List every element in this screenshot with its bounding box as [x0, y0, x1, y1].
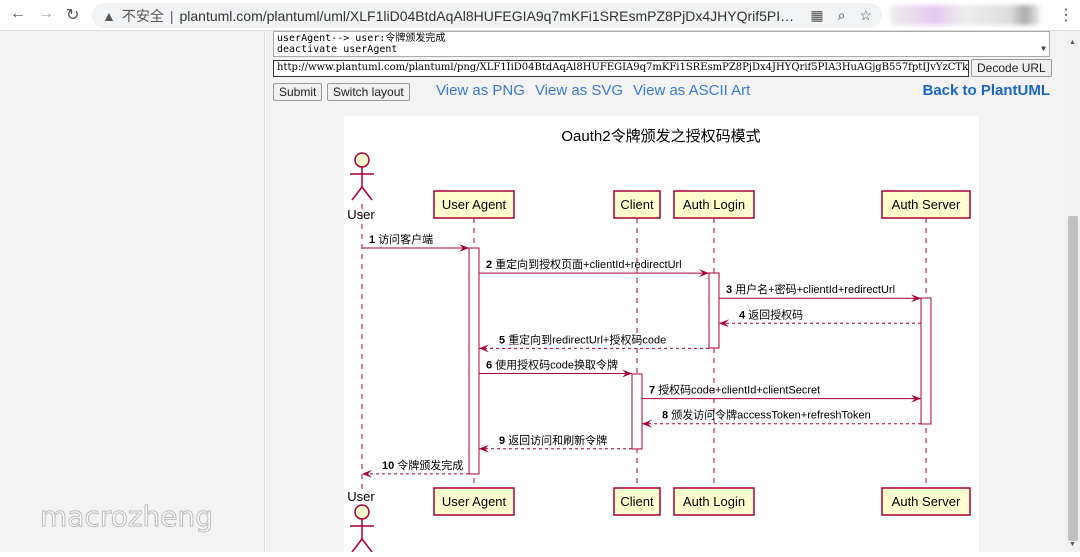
message-label: 3 用户名+密码+clientId+redirectUrl: [726, 282, 895, 296]
participant-box: [881, 190, 971, 219]
arrowhead: [479, 444, 489, 453]
participant-label: Auth Login: [683, 197, 745, 212]
address-bar[interactable]: ▲ 不安全 | plantuml.com/plantuml/uml/XLF1li…: [92, 3, 882, 28]
participant-label: Auth Server: [892, 197, 961, 212]
left-pane: [0, 31, 265, 552]
participant-label: User Agent: [442, 197, 507, 212]
view-png-link[interactable]: View as PNG: [436, 82, 525, 99]
source-line: userAgent--> user:令牌颁发完成: [277, 33, 446, 44]
security-label: 不安全: [121, 7, 164, 24]
participant-label: Client: [620, 494, 654, 509]
extensions-area: [890, 5, 1040, 25]
participant-box: [881, 487, 971, 516]
translate-icon[interactable]: ▦: [810, 7, 824, 23]
separator: |: [169, 7, 174, 24]
arrowhead: [479, 344, 489, 353]
url-text: plantuml.com/plantuml/uml/XLF1liD04BtdAq…: [179, 7, 797, 24]
activation-bar: [920, 297, 932, 425]
message-label: 2 重定向到授权页面+clientId+redirectUrl: [486, 257, 682, 271]
message-label: 9 返回访问和刷新令牌: [499, 433, 607, 447]
participant-box: [673, 190, 755, 219]
message-label: 5 重定向到redirectUrl+授权码code: [499, 332, 666, 346]
message-label: 4 返回授权码: [739, 307, 803, 321]
activation-bar: [708, 272, 720, 349]
message-label: 8 颁发访问令牌accessToken+refreshToken: [662, 408, 871, 422]
view-links: View as PNG View as SVG View as ASCII Ar…: [436, 82, 750, 99]
participant-box: [613, 487, 661, 516]
actor-body: [350, 519, 374, 553]
decode-url-button[interactable]: Decode URL: [971, 59, 1052, 77]
scroll-down-icon[interactable]: ▼: [1041, 44, 1046, 53]
url-input[interactable]: http://www.plantuml.com/plantuml/png/XLF…: [273, 60, 969, 77]
scroll-down-icon[interactable]: ▼: [1069, 541, 1076, 548]
browser-toolbar: ← → ↻ ▲ 不安全 | plantuml.com/plantuml/uml/…: [0, 0, 1080, 31]
actor-label: User: [347, 489, 375, 504]
arrowhead: [911, 294, 921, 303]
menu-icon[interactable]: ⋮: [1058, 7, 1074, 24]
source-line: deactivate userAgent: [277, 44, 398, 55]
arrowhead: [719, 319, 729, 328]
watermark: macrozheng: [39, 500, 214, 534]
switch-layout-button[interactable]: Switch layout: [327, 83, 410, 101]
participant-box: [613, 190, 661, 219]
participant-box: [673, 487, 755, 516]
participant-box: [433, 190, 515, 219]
participant-label: Auth Server: [892, 494, 961, 509]
arrowhead: [459, 244, 469, 252]
diagram-title: Oauth2令牌颁发之授权码模式: [561, 128, 760, 145]
scrollbar[interactable]: ▲ ▼: [1065, 31, 1080, 552]
view-svg-link[interactable]: View as SVG: [534, 82, 624, 99]
activation-bar: [631, 373, 643, 450]
arrowhead: [362, 469, 372, 478]
scroll-up-icon[interactable]: ▲: [1069, 39, 1076, 46]
arrowhead: [699, 269, 709, 278]
message-label: 7 授权码code+clientId+clientSecret: [649, 383, 820, 397]
participant-label: Auth Login: [683, 494, 745, 509]
message-label: 1 访问客户端: [369, 232, 433, 246]
forward-icon[interactable]: →: [38, 5, 54, 22]
scroll-thumb[interactable]: [1068, 216, 1078, 541]
back-to-plantuml-link[interactable]: Back to PlantUML: [922, 82, 1050, 99]
arrowhead: [642, 419, 652, 428]
participant-box: [433, 487, 515, 516]
activation-bar: [468, 247, 480, 475]
zoom-icon[interactable]: ⌕: [837, 7, 846, 23]
arrowhead: [622, 369, 632, 378]
submit-button[interactable]: Submit: [273, 83, 323, 101]
message-label: 6 使用授权码code换取令牌: [486, 358, 618, 372]
participant-label: User Agent: [442, 494, 507, 509]
warning-icon: ▲: [102, 7, 116, 24]
back-icon[interactable]: ←: [10, 5, 26, 22]
actor-head: [354, 504, 370, 520]
star-icon[interactable]: ☆: [859, 7, 872, 23]
actor-head: [354, 152, 370, 168]
view-ascii-link[interactable]: View as ASCII Art: [633, 82, 751, 99]
message-label: 10 令牌颁发完成: [382, 458, 463, 472]
actor-label: User: [347, 207, 375, 222]
participant-label: Client: [620, 197, 654, 212]
arrowhead: [911, 394, 921, 403]
reload-icon[interactable]: ↻: [66, 7, 80, 24]
actor-body: [350, 167, 374, 201]
